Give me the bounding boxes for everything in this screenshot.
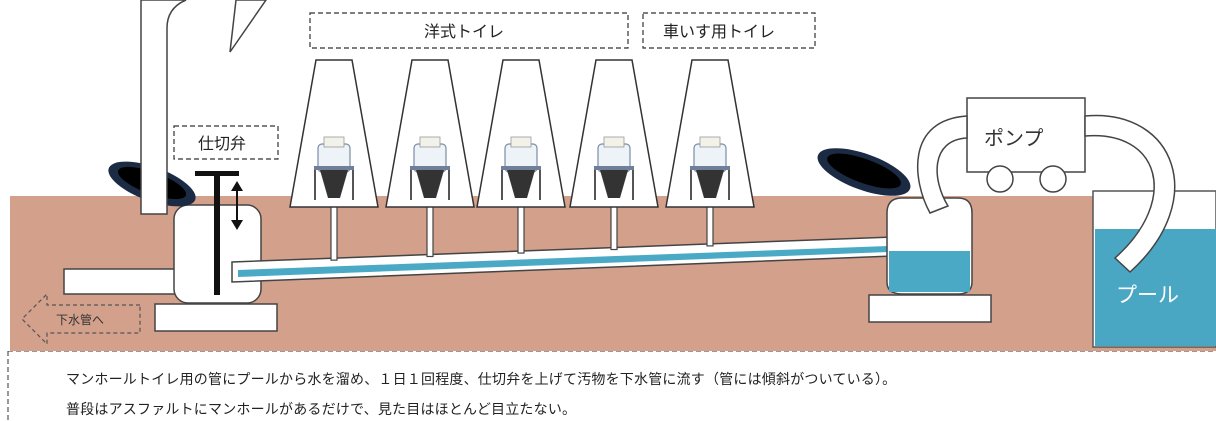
pump-label: ポンプ <box>984 126 1043 150</box>
pump-outlet-hose <box>1084 114 1176 274</box>
toilet-booths <box>289 59 755 261</box>
toilet-armrest <box>594 166 634 170</box>
right-manhole-cover <box>817 148 911 196</box>
toilet-drop-pipe <box>330 205 338 261</box>
left-manhole-base <box>154 303 278 332</box>
caption-line-1: マンホールトイレ用の管にプールから水を溜め、１日１回程度、仕切弁を上げて汚物を下… <box>66 372 897 388</box>
toilet-booth-1 <box>289 59 379 261</box>
wheelchair-toilet-label: 車いす用トイレ <box>663 22 775 41</box>
toilet-bowl <box>600 170 628 198</box>
pump-intake-hose <box>916 115 968 214</box>
right-manhole-cover-hole <box>827 153 901 189</box>
gate-valve-label-box <box>173 125 279 160</box>
right-manhole-water <box>889 251 970 292</box>
toilet-tent <box>476 59 566 208</box>
toilet-tent <box>569 59 659 208</box>
pump: ポンプ <box>966 97 1086 193</box>
gate-valve-label: 仕切弁 <box>198 134 246 153</box>
toilet-tent <box>289 59 379 208</box>
western-toilet-label-box <box>309 12 629 49</box>
caption-line-2: 普段はアスファルトにマンホールがあるだけで、見た目はほとんど目立たない。 <box>66 402 577 418</box>
toilet-tent <box>385 59 475 208</box>
toilet-tank <box>603 136 625 148</box>
toilet-bowl <box>416 170 444 198</box>
toilet-tank <box>510 136 532 148</box>
gate-valve-stem <box>214 171 220 295</box>
toilet-armrest <box>314 166 354 170</box>
toilet-drop-pipe <box>610 205 618 251</box>
sloped-pipe-water <box>238 246 888 277</box>
toilet-tent <box>665 59 755 208</box>
toilet-bowl <box>507 170 535 198</box>
gate-valve: 仕切弁 <box>173 125 279 295</box>
caption-box-border <box>7 351 1216 421</box>
toilet-booth-4 <box>569 59 659 251</box>
to-sewer-label: 下水管へ <box>56 312 104 327</box>
pool-label: プール <box>1116 283 1179 307</box>
pool-water <box>1095 229 1216 346</box>
right-manhole-base <box>868 294 992 323</box>
toilet-booth-3 <box>476 59 566 254</box>
toilet-drop-pipe <box>426 205 434 258</box>
wheelchair-toilet-label-box <box>642 12 816 49</box>
to-sewer-arrow <box>21 292 141 346</box>
toilet-tank <box>323 136 345 148</box>
sewer-pipe <box>63 268 181 295</box>
gate-valve-arrow-up-head <box>231 181 243 191</box>
toilet-bowl <box>696 170 724 198</box>
toilet-drop-pipe <box>517 205 525 254</box>
pump-wheel-right <box>1039 165 1067 193</box>
vent-pipe-outlet <box>229 0 267 53</box>
toilet-booth-5 <box>665 59 755 247</box>
toilet-tank <box>699 136 721 148</box>
toilet-drop-pipe <box>706 205 714 247</box>
western-toilet-label: 洋式トイレ <box>424 22 504 41</box>
pump-body <box>966 97 1086 173</box>
pump-wheel-left <box>986 165 1014 193</box>
toilet-armrest <box>410 166 450 170</box>
gate-valve-arrow-down-head <box>231 220 243 230</box>
toilet-tank <box>419 136 441 148</box>
toilet-armrest <box>690 166 730 170</box>
toilet-booth-2 <box>385 59 475 258</box>
vent-pipe <box>140 0 187 215</box>
toilet-bowl <box>320 170 348 198</box>
caption-box-outline <box>7 351 1216 421</box>
toilet-armrest <box>501 166 541 170</box>
